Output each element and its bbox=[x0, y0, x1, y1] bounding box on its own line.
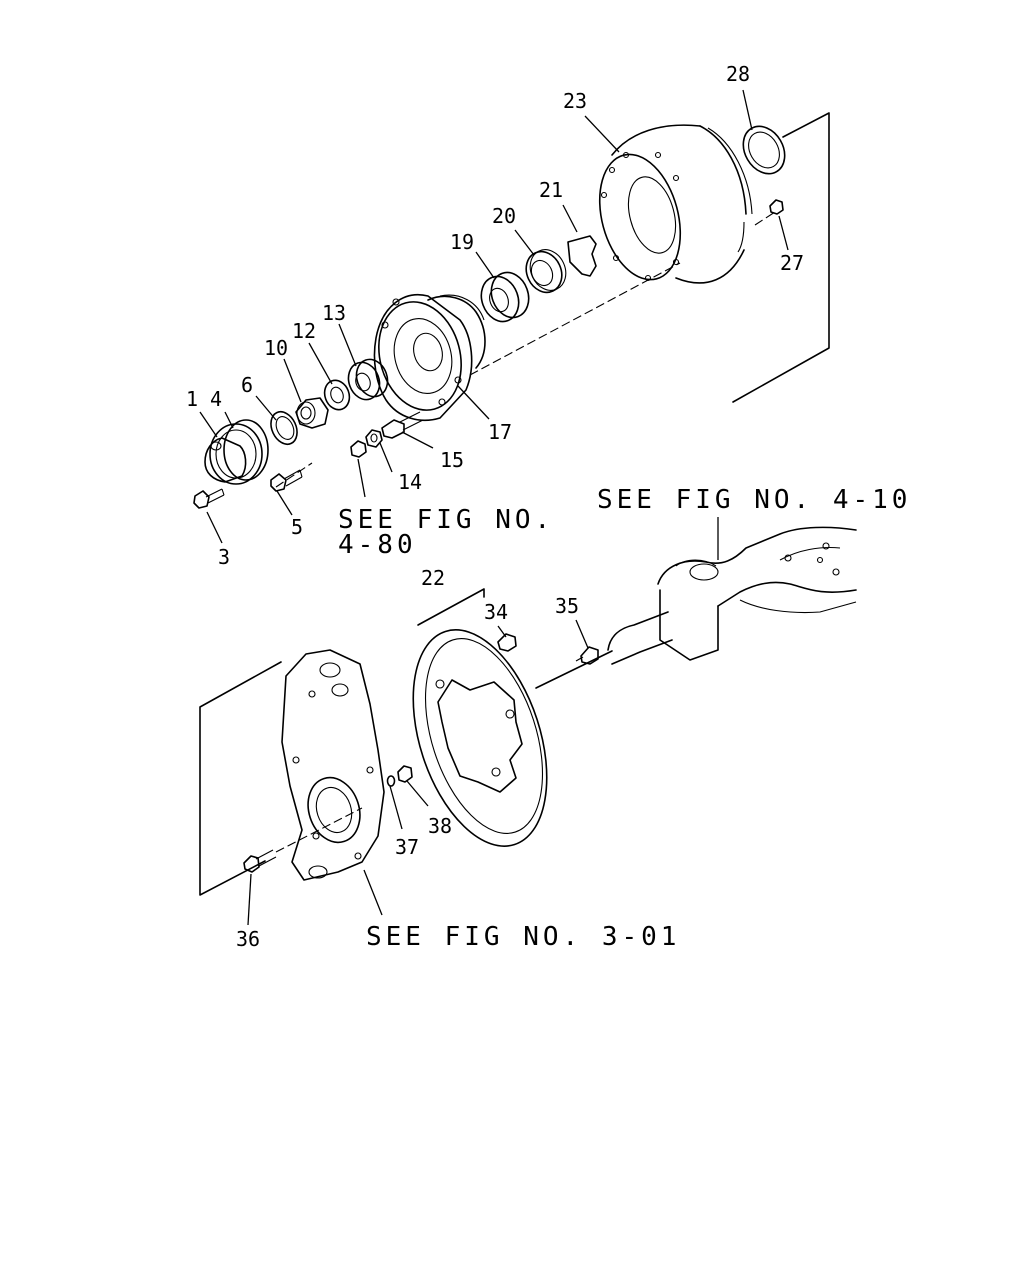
part-3-bolt bbox=[193, 488, 225, 509]
callout-28: 28 bbox=[726, 62, 750, 86]
part-20-oil-seal bbox=[525, 249, 567, 294]
part-15-hub-bolt bbox=[381, 411, 424, 439]
part-19-inner-bearing bbox=[480, 271, 530, 323]
part-38-nut bbox=[397, 765, 413, 783]
callout-12: 12 bbox=[292, 319, 316, 343]
callout-labels: 1 4 3 5 6 10 12 13 14 15 17 19 20 21 23 … bbox=[186, 62, 804, 951]
callout-34: 34 bbox=[484, 600, 508, 624]
part-4-gasket bbox=[223, 419, 269, 481]
callout-23: 23 bbox=[563, 89, 587, 113]
part-37-washer bbox=[386, 775, 396, 787]
part-21-retaining-plate bbox=[567, 235, 597, 277]
callout-19: 19 bbox=[450, 230, 474, 254]
upper-assembly-bracket bbox=[732, 112, 830, 403]
part-23-brake-drum bbox=[598, 124, 753, 284]
lower-assembly-bracket bbox=[199, 588, 485, 896]
callout-35: 35 bbox=[555, 594, 579, 618]
part-10-lock-nut bbox=[295, 397, 329, 429]
part-34-nut bbox=[497, 633, 517, 652]
steering-knuckle-flange bbox=[281, 649, 385, 881]
part-27-nut bbox=[769, 199, 784, 215]
part-35-bolt bbox=[575, 646, 599, 665]
hub-axis-line bbox=[275, 211, 776, 488]
part-6-seal bbox=[270, 410, 298, 446]
callout-20: 20 bbox=[492, 204, 516, 228]
ref-fig-3-01: SEE FIG NO. 3-01 bbox=[366, 922, 680, 952]
part-22-backing-plate bbox=[412, 629, 548, 847]
axle-housing bbox=[535, 526, 857, 689]
callout-4: 4 bbox=[210, 387, 222, 411]
leader-lines bbox=[199, 89, 789, 926]
callout-21: 21 bbox=[539, 178, 563, 202]
callout-15: 15 bbox=[440, 448, 464, 472]
callout-36: 36 bbox=[236, 927, 260, 951]
part-12-washer bbox=[323, 379, 351, 411]
callout-38: 38 bbox=[428, 814, 452, 838]
figure-references: SEE FIG NO. 4-80 SEE FIG NO. 4-10 SEE FI… bbox=[338, 485, 911, 952]
callout-5: 5 bbox=[291, 515, 303, 539]
callout-10: 10 bbox=[264, 336, 288, 360]
callout-17: 17 bbox=[488, 420, 512, 444]
part-5-bolt bbox=[270, 469, 303, 492]
ref-fig-4-80-line2: 4-80 bbox=[338, 530, 417, 560]
ref-fig-4-10: SEE FIG NO. 4-10 bbox=[597, 485, 911, 515]
part-17-hub bbox=[373, 294, 486, 422]
part-28-drum-seal bbox=[742, 125, 786, 175]
callout-37: 37 bbox=[395, 835, 419, 859]
lower-axis-line bbox=[275, 807, 363, 853]
callout-3: 3 bbox=[218, 545, 230, 569]
callout-1: 1 bbox=[186, 387, 198, 411]
callout-14: 14 bbox=[398, 470, 422, 494]
ref-fig-4-80-line1: SEE FIG NO. bbox=[338, 505, 554, 535]
lug-nut bbox=[350, 440, 367, 458]
part-13-outer-bearing bbox=[347, 358, 389, 401]
part-36-bolt bbox=[243, 849, 277, 873]
part-14-nut bbox=[365, 429, 383, 448]
callout-27: 27 bbox=[780, 251, 804, 275]
callout-13: 13 bbox=[322, 301, 346, 325]
callout-6: 6 bbox=[241, 373, 253, 397]
callout-22: 22 bbox=[421, 566, 445, 590]
